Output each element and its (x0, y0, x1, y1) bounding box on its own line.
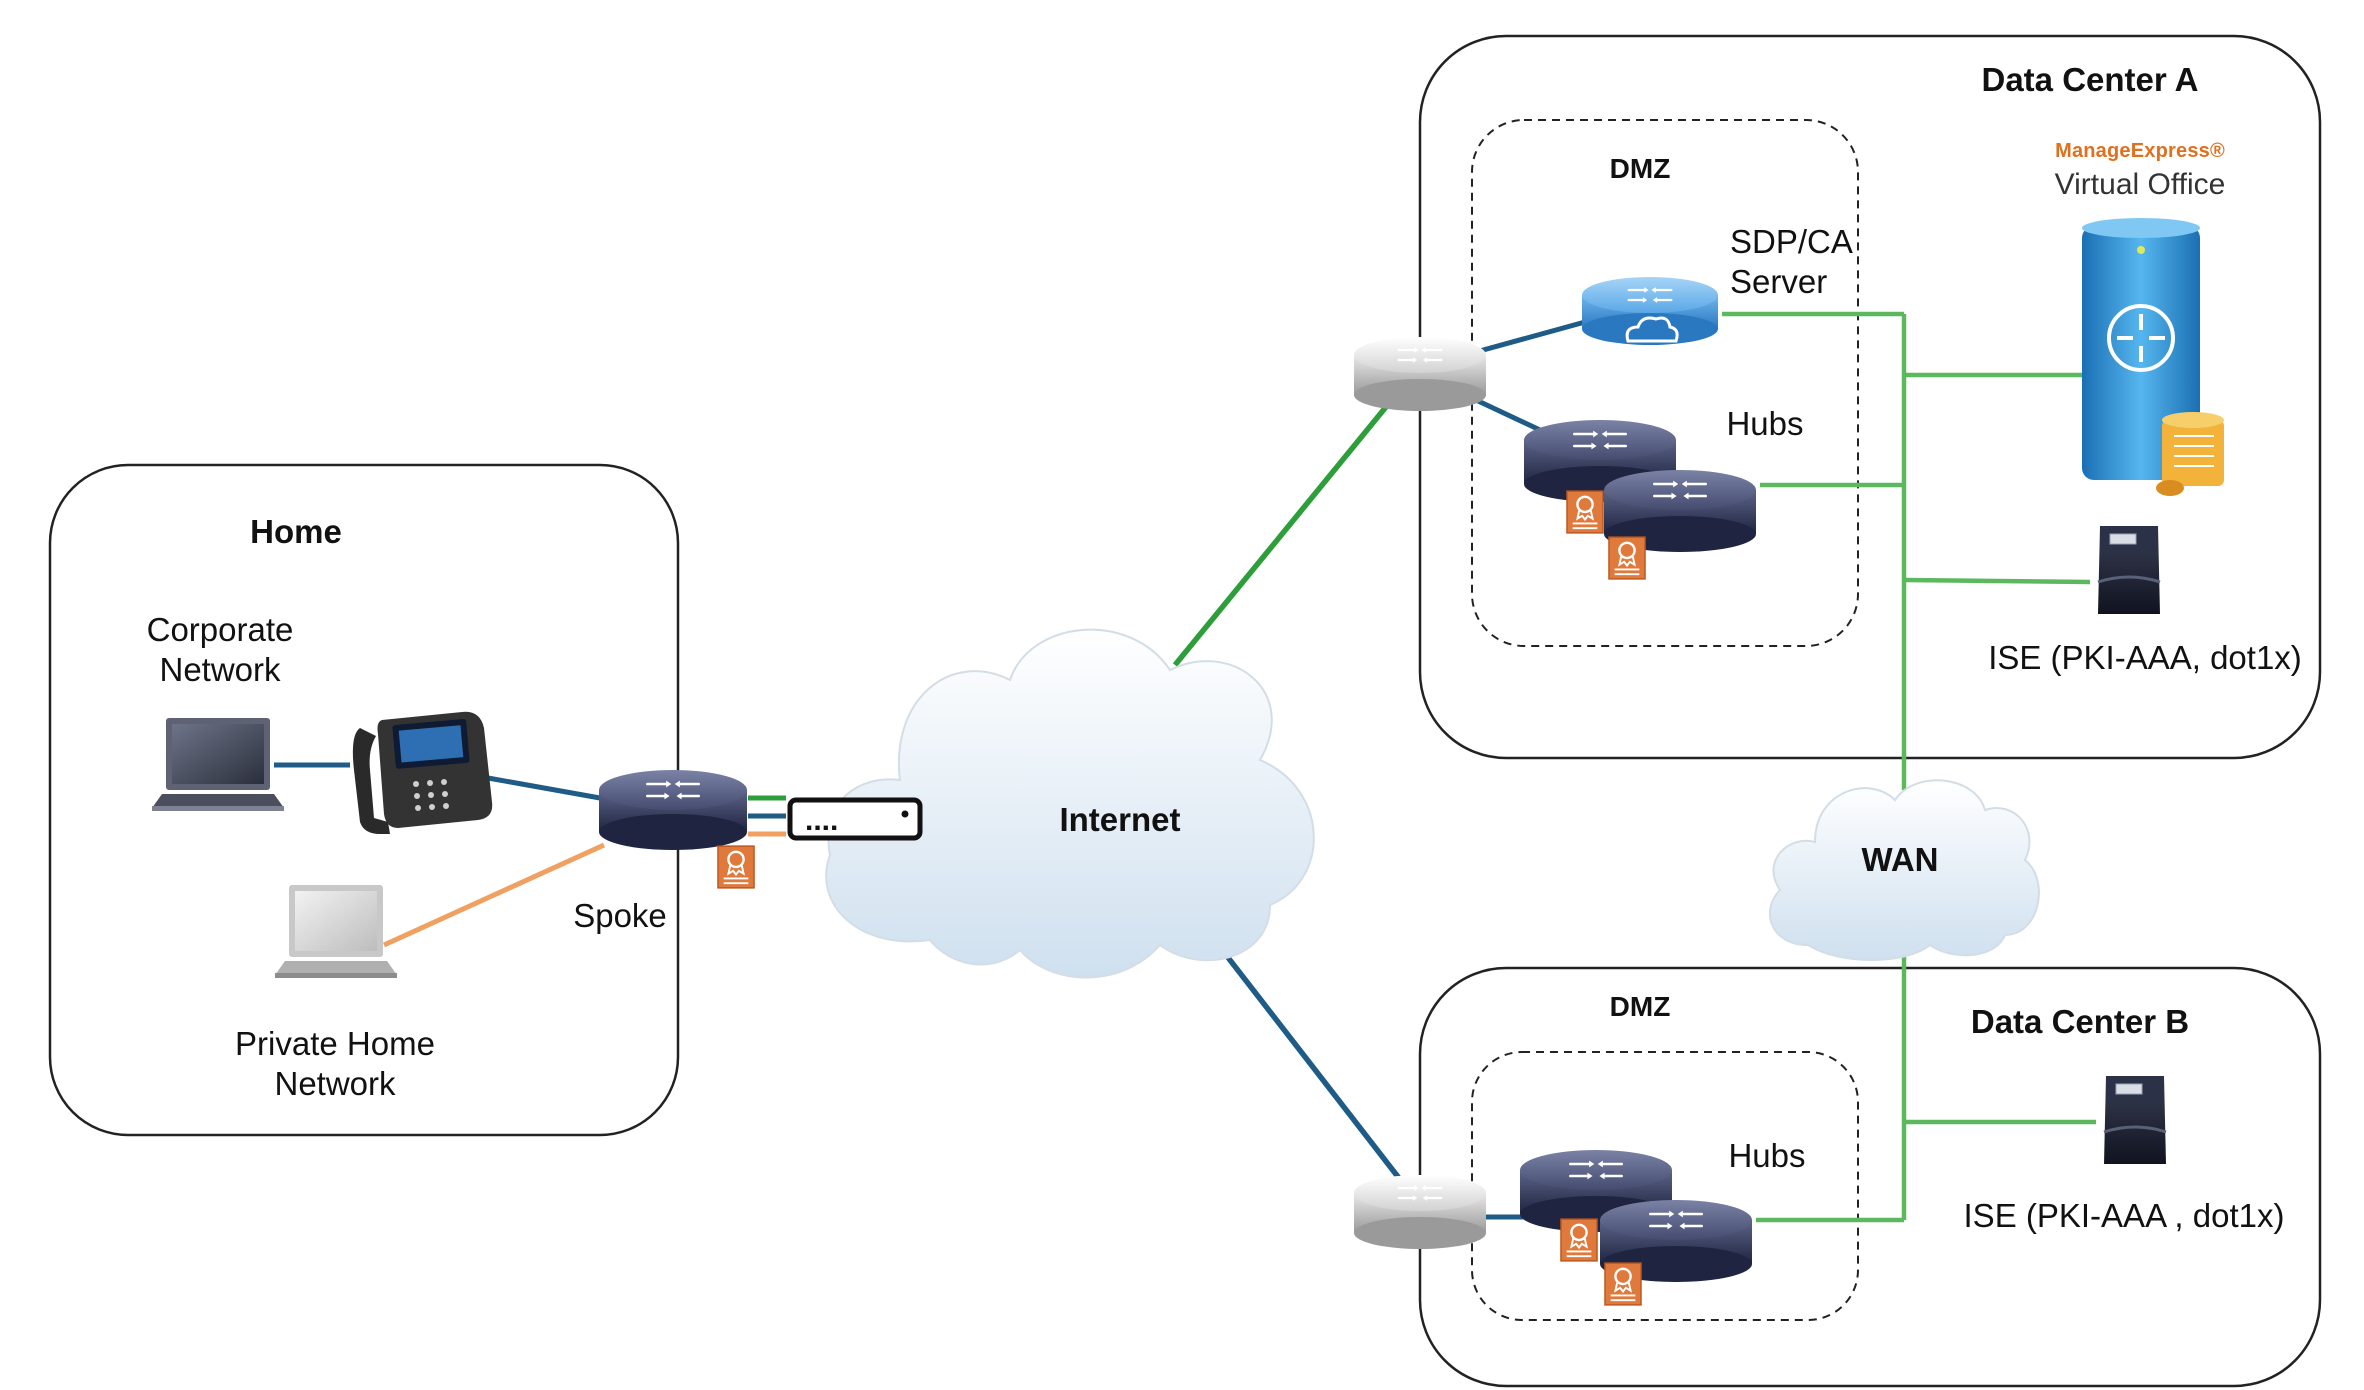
home-title: Home (250, 513, 342, 550)
certificate-icon (1560, 1218, 1598, 1262)
modem-icon: .... (787, 797, 923, 841)
router-icon (1354, 337, 1486, 411)
wan-links (1722, 311, 2096, 1223)
ise-b-label: ISE (PKI-AAA , dot1x) (1963, 1197, 2285, 1234)
dmz-b-label: DMZ (1609, 991, 1671, 1022)
router-icon (1600, 1200, 1752, 1282)
certificate-icon (1604, 1262, 1642, 1306)
ip-phone-icon (352, 711, 493, 834)
router-icon (599, 770, 747, 850)
laptop-icon (275, 885, 397, 978)
data-center-a-title: Data Center A (1981, 61, 2199, 98)
wan-label: WAN (1861, 841, 1939, 878)
router-icon (1354, 1175, 1486, 1249)
link-edge-a-sdp (1475, 319, 1586, 355)
certificate-icon (1608, 536, 1646, 580)
link-private-laptop-spoke (382, 842, 606, 948)
dmz-b-zone (1471, 1051, 1859, 1321)
ise-a-label: ISE (PKI-AAA, dot1x) (1988, 639, 2302, 676)
laptop-icon (152, 718, 284, 811)
server-icon (2102, 1074, 2168, 1166)
corporate-network-label: Corporate Network (146, 611, 294, 689)
private-home-network-label: Private Home Network (235, 1025, 435, 1103)
hubs-a-label: Hubs (1726, 405, 1804, 442)
modem-dots: .... (805, 804, 838, 837)
link-edge-a-hubs (1474, 397, 1542, 433)
internet-label: Internet (1059, 801, 1181, 838)
virtual-office-server-icon (2082, 218, 2224, 496)
brand-virtual-office: Virtual Office (2054, 168, 2226, 201)
spoke-label: Spoke (573, 897, 667, 934)
link-phone-spoke (487, 775, 601, 801)
dmz-a-zone (1471, 119, 1859, 647)
dmz-a-label: DMZ (1609, 153, 1671, 184)
router-icon (1582, 277, 1718, 345)
server-icon (2096, 524, 2162, 616)
link-internet-edge-a (1172, 400, 1393, 667)
brand-manageexpress: ManageExpress® (2055, 140, 2225, 162)
sdp-ca-server-label: SDP/CA Server (1730, 223, 1853, 301)
hubs-b-label: Hubs (1728, 1137, 1806, 1174)
link-internet-edge-b (1213, 940, 1405, 1184)
certificate-icon (1566, 490, 1604, 534)
internet-cloud-icon (825, 628, 1315, 979)
certificate-icon (717, 845, 755, 889)
data-center-b-title: Data Center B (1970, 1003, 2190, 1040)
wan-cloud-icon (1768, 779, 2040, 961)
